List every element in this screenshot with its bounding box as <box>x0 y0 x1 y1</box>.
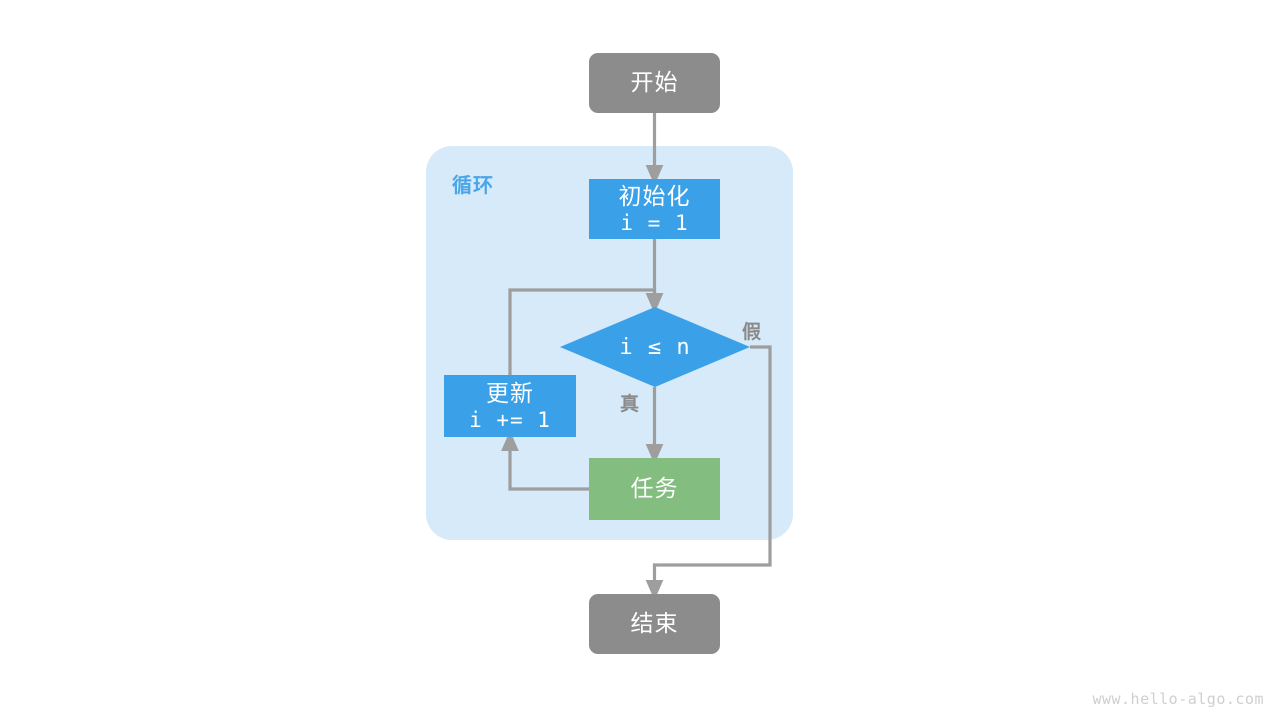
edge-label-false: 假 <box>742 322 762 343</box>
edge-task-to-update <box>501 430 589 491</box>
init-node-code: i = 1 <box>620 210 689 235</box>
update-node[interactable]: 更新 i += 1 <box>444 375 576 437</box>
watermark: www.hello-algo.com <box>1092 690 1264 708</box>
edge-condition-to-end <box>645 345 772 601</box>
task-node[interactable]: 任务 <box>589 458 720 520</box>
edge-update-to-condition <box>508 288 664 375</box>
init-node-title: 初始化 <box>618 182 691 209</box>
condition-node-label[interactable]: i ≤ n <box>619 334 691 360</box>
init-node[interactable]: 初始化 i = 1 <box>589 179 720 239</box>
edge-label-true: 真 <box>620 394 640 415</box>
condition-diamond-shape <box>560 307 750 387</box>
update-node-title: 更新 <box>486 379 534 406</box>
end-node[interactable]: 结束 <box>589 594 720 654</box>
end-node-label: 结束 <box>630 610 679 637</box>
start-node-label: 开始 <box>630 69 679 96</box>
start-node[interactable]: 开始 <box>589 53 720 113</box>
update-node-code: i += 1 <box>469 407 551 432</box>
loop-group-label: 循环 <box>452 175 494 197</box>
task-node-label: 任务 <box>630 475 679 502</box>
